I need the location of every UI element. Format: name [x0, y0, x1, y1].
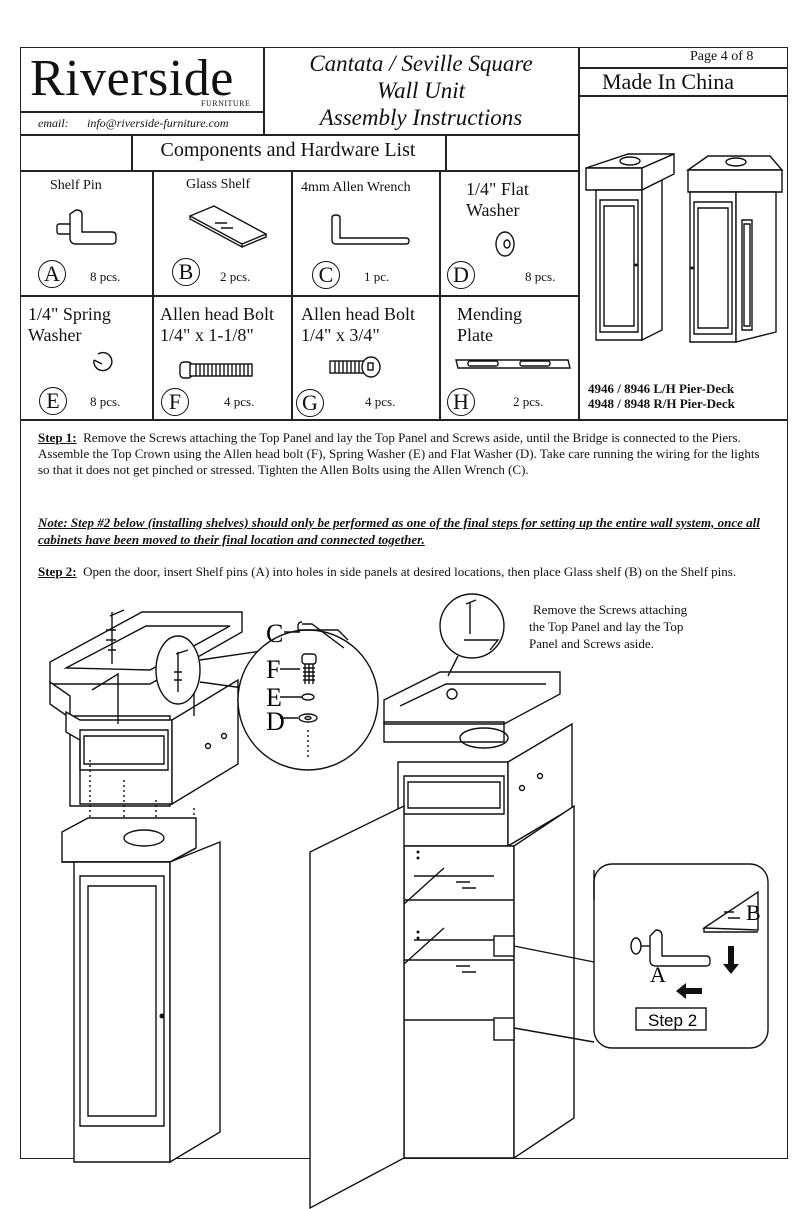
part-b-qty: 2 pcs. [220, 269, 251, 284]
brand-logo: Riverside [30, 50, 234, 107]
divider [263, 47, 265, 135]
callout-e: E [266, 683, 282, 712]
note-text: Note: Step #2 below (installing shelves)… [38, 515, 760, 547]
step2-paragraph: Step 2: Open the door, insert Shelf pins… [38, 564, 766, 580]
part-e-name: 1/4" Spring [28, 304, 111, 324]
email-label: email: [38, 116, 69, 130]
part-g-name: 1/4" x 3/4" [301, 325, 380, 345]
divider [152, 170, 154, 420]
part-c-qty: 1 pc. [364, 269, 390, 284]
part-a-name: Shelf Pin [50, 178, 102, 193]
part-h-qty: 2 pcs. [513, 394, 544, 409]
part-f-letter: F [161, 388, 189, 416]
divider [20, 170, 578, 172]
part-d-name: Washer [466, 200, 520, 220]
step1-text: Remove the Screws attaching the Top Pane… [38, 430, 760, 477]
detail-step-label: Step 2 [648, 1011, 697, 1030]
shelf-pin-icon [56, 209, 117, 245]
divider [20, 295, 578, 297]
detail-label-b: B [746, 900, 761, 925]
tall-cabinet-illustration [309, 671, 595, 1209]
callout-c: C [266, 619, 283, 648]
step2-detail-box [593, 863, 769, 1049]
part-f-name: Allen head Bolt [160, 304, 274, 324]
part-g-qty: 4 pcs. [365, 394, 396, 409]
part-d-qty: 8 pcs. [525, 269, 556, 284]
left-cabinet-icon [585, 152, 675, 342]
remove-note-3: Panel and Screws aside. [529, 636, 654, 651]
divider [439, 170, 441, 420]
part-c-letter: C [312, 261, 340, 289]
part-a-qty: 8 pcs. [90, 269, 121, 284]
remove-note-1: Remove the Screws attaching [533, 602, 688, 617]
step1-label: Step 1: [38, 430, 77, 445]
doc-title-2: Wall Unit [377, 78, 465, 103]
part-d-letter: D [447, 261, 475, 289]
page-number: Page 4 of 8 [690, 49, 754, 64]
divider [578, 67, 788, 69]
part-e-name: Washer [28, 325, 82, 345]
divider [20, 419, 788, 421]
right-cabinet-icon [685, 155, 784, 343]
detail-label-a: A [650, 962, 666, 987]
part-a-letter: A [38, 260, 66, 288]
made-in: Made In China [602, 69, 734, 94]
parts-icons [56, 205, 571, 379]
email-link[interactable]: info@riverside-furniture.com [87, 116, 229, 130]
divider [20, 111, 263, 113]
part-e-letter: E [39, 387, 67, 415]
mending-plate-icon [455, 359, 571, 369]
part-g-letter: G [296, 389, 324, 417]
model-right: 4948 / 8948 R/H Pier-Deck [588, 396, 735, 411]
divider [445, 134, 447, 171]
part-b-letter: B [172, 258, 200, 286]
part-h-name: Plate [457, 325, 493, 345]
divider [291, 170, 293, 420]
step1-paragraph: Step 1: Remove the Screws attaching the … [38, 430, 766, 478]
part-h-letter: H [447, 388, 475, 416]
pier-cabinet-illustration [61, 817, 221, 1164]
doc-title-1: Cantata / Seville Square [309, 51, 533, 76]
doc-title-3: Assembly Instructions [319, 105, 523, 130]
part-c-name: 4mm Allen Wrench [301, 180, 411, 195]
divider [578, 47, 580, 420]
short-bolt-icon [329, 356, 381, 378]
glass-shelf-icon [188, 205, 268, 249]
part-h-name: Mending [457, 304, 522, 324]
model-left: 4946 / 8946 L/H Pier-Deck [588, 381, 735, 396]
part-d-name: 1/4" Flat [466, 179, 529, 199]
divider [578, 95, 788, 97]
screw-removal-callout [439, 593, 505, 700]
spring-washer-icon [93, 351, 113, 372]
step2-text: Open the door, insert Shelf pins (A) int… [83, 564, 737, 579]
step2-label: Step 2: [38, 564, 77, 579]
part-f-qty: 4 pcs. [224, 394, 255, 409]
long-bolt-icon [179, 361, 253, 379]
part-g-name: Allen head Bolt [301, 304, 415, 324]
divider [20, 134, 578, 136]
divider [131, 134, 133, 171]
hardware-callout [155, 621, 379, 771]
cabinet-product-images [585, 152, 784, 343]
callout-d: D [266, 707, 285, 736]
remove-note-2: the Top Panel and lay the Top [529, 619, 684, 634]
allen-wrench-icon [331, 214, 410, 245]
part-f-name: 1/4" x 1-1/8" [160, 325, 254, 345]
callout-f: F [266, 655, 280, 684]
components-title: Components and Hardware List [160, 139, 416, 161]
part-e-qty: 8 pcs. [90, 394, 121, 409]
top-crown-illustration [49, 609, 243, 807]
flat-washer-icon [495, 231, 515, 257]
part-b-name: Glass Shelf [186, 177, 251, 192]
brand-sub: FURNITURE [201, 99, 251, 108]
